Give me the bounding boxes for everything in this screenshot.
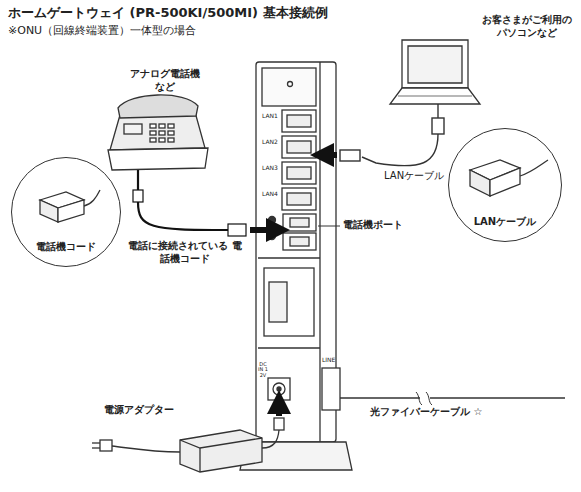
part-label: アナログ電話機 など <box>125 68 205 93</box>
part-label: 電話に接続されている 電話機コード <box>125 240 245 265</box>
callout-label: 電話機コード <box>12 240 120 254</box>
leader-line <box>318 226 340 227</box>
phone-plug-closeup <box>40 190 100 222</box>
part-label: お客さまがご利用の パソコンなど <box>478 14 576 39</box>
port-label: LAN4 <box>262 190 278 198</box>
callout-circle: 電話機コード <box>11 157 121 267</box>
note: ※ONU（回線終端装置）一体型の場合 <box>8 24 196 38</box>
callout-label: LANケーブル <box>449 215 561 229</box>
callout-circle: LANケーブル <box>448 128 562 242</box>
part-label: 電源アダプター <box>104 404 174 417</box>
port-label: LINE <box>322 356 335 364</box>
insert-arrow <box>250 227 278 233</box>
analog-phone <box>108 95 208 170</box>
insert-arrow <box>322 152 337 158</box>
power-adapter <box>92 418 284 472</box>
laptop <box>390 40 480 104</box>
title: ホームゲートウェイ (PR-500KI/500MI) 基本接続例 <box>8 5 328 21</box>
part-label: 光ファイバーケーブル ☆ <box>370 406 482 419</box>
insert-arrow <box>276 402 282 416</box>
lan-cable <box>340 104 444 166</box>
lan-plug-closeup <box>470 160 548 196</box>
port-label: LAN3 <box>262 164 278 172</box>
home-gateway <box>240 62 352 470</box>
phone-cord <box>133 170 246 236</box>
port-label: DC IN 12V <box>258 362 268 378</box>
port-label: LAN1 <box>262 112 278 120</box>
part-label: 電話機ポート <box>343 219 403 232</box>
fiber-cable <box>340 392 565 405</box>
part-label: LANケーブル <box>382 170 446 183</box>
port-label: LAN2 <box>262 138 278 146</box>
